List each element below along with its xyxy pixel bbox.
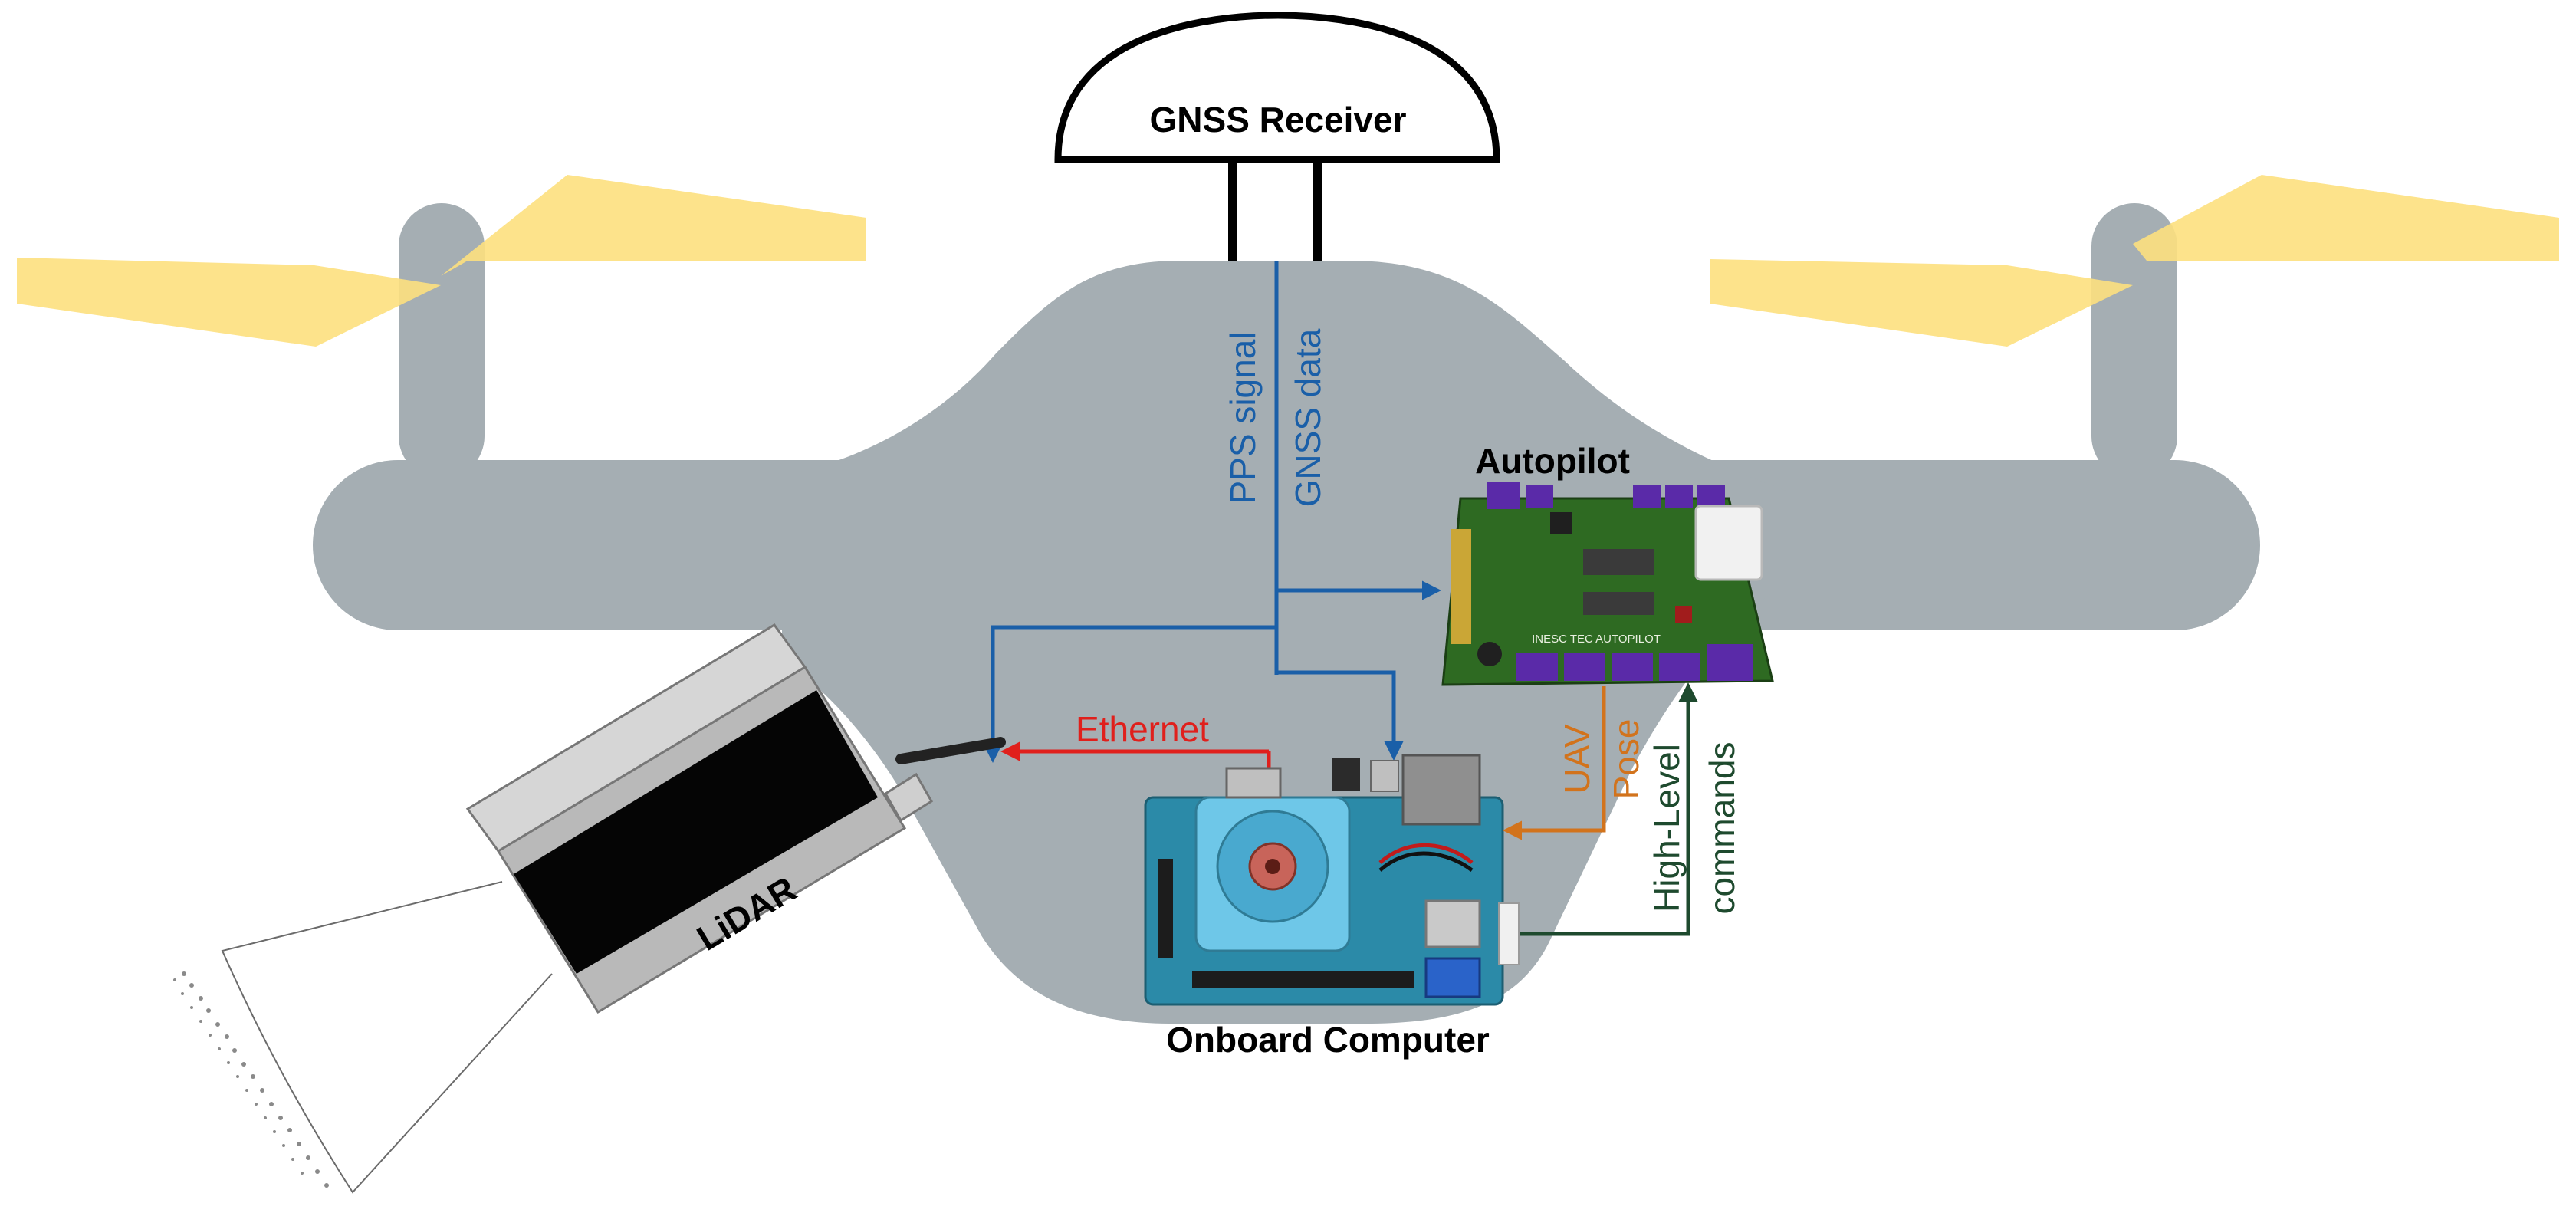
drone-hull (782, 261, 1786, 1024)
gnss-data-label: GNSS data (1288, 328, 1328, 507)
pps-signal-label: PPS signal (1223, 331, 1263, 504)
high-level-commands-link (1520, 682, 1698, 936)
uav-pose-link (1503, 686, 1606, 840)
lidar-sensor-icon: LiDAR (465, 623, 934, 1014)
right-motor-arm (2091, 203, 2177, 479)
board-silkscreen: INESC TEC AUTOPILOT (1532, 633, 1661, 646)
link-to-lidar (983, 625, 1276, 763)
link-to-computer (1274, 627, 1404, 761)
autopilot: INESC TEC AUTOPILOT Autopilot (1441, 441, 1774, 686)
scan-points (173, 971, 329, 1188)
uav-pose-label-line2: Pose (1606, 719, 1646, 800)
onboard-computer: Onboard Computer (1144, 754, 1520, 1060)
onboard-computer-label: Onboard Computer (1166, 1020, 1490, 1060)
left-propeller (17, 175, 866, 347)
dome-antenna-icon (1054, 12, 1500, 163)
pps-gnss-links (983, 261, 1441, 763)
gnss-receiver-label: GNSS Receiver (1150, 100, 1407, 140)
right-propeller (1710, 175, 2559, 347)
drone-body (313, 203, 2260, 1024)
high-level-label-line2: commands (1702, 742, 1742, 915)
left-motor-arm (399, 203, 485, 479)
autopilot-label: Autopilot (1475, 441, 1630, 481)
ethernet-label: Ethernet (1076, 709, 1209, 749)
gnss-receiver: GNSS Receiver (1054, 12, 1500, 261)
high-level-label-line1: High-Level (1647, 744, 1687, 912)
lidar: LiDAR (173, 623, 1006, 1194)
single-board-computer-icon (1144, 754, 1520, 1006)
lidar-scan-fan (221, 881, 553, 1194)
circuit-board-icon: INESC TEC AUTOPILOT (1441, 482, 1774, 686)
uav-pose-label-line1: UAV (1557, 724, 1597, 794)
